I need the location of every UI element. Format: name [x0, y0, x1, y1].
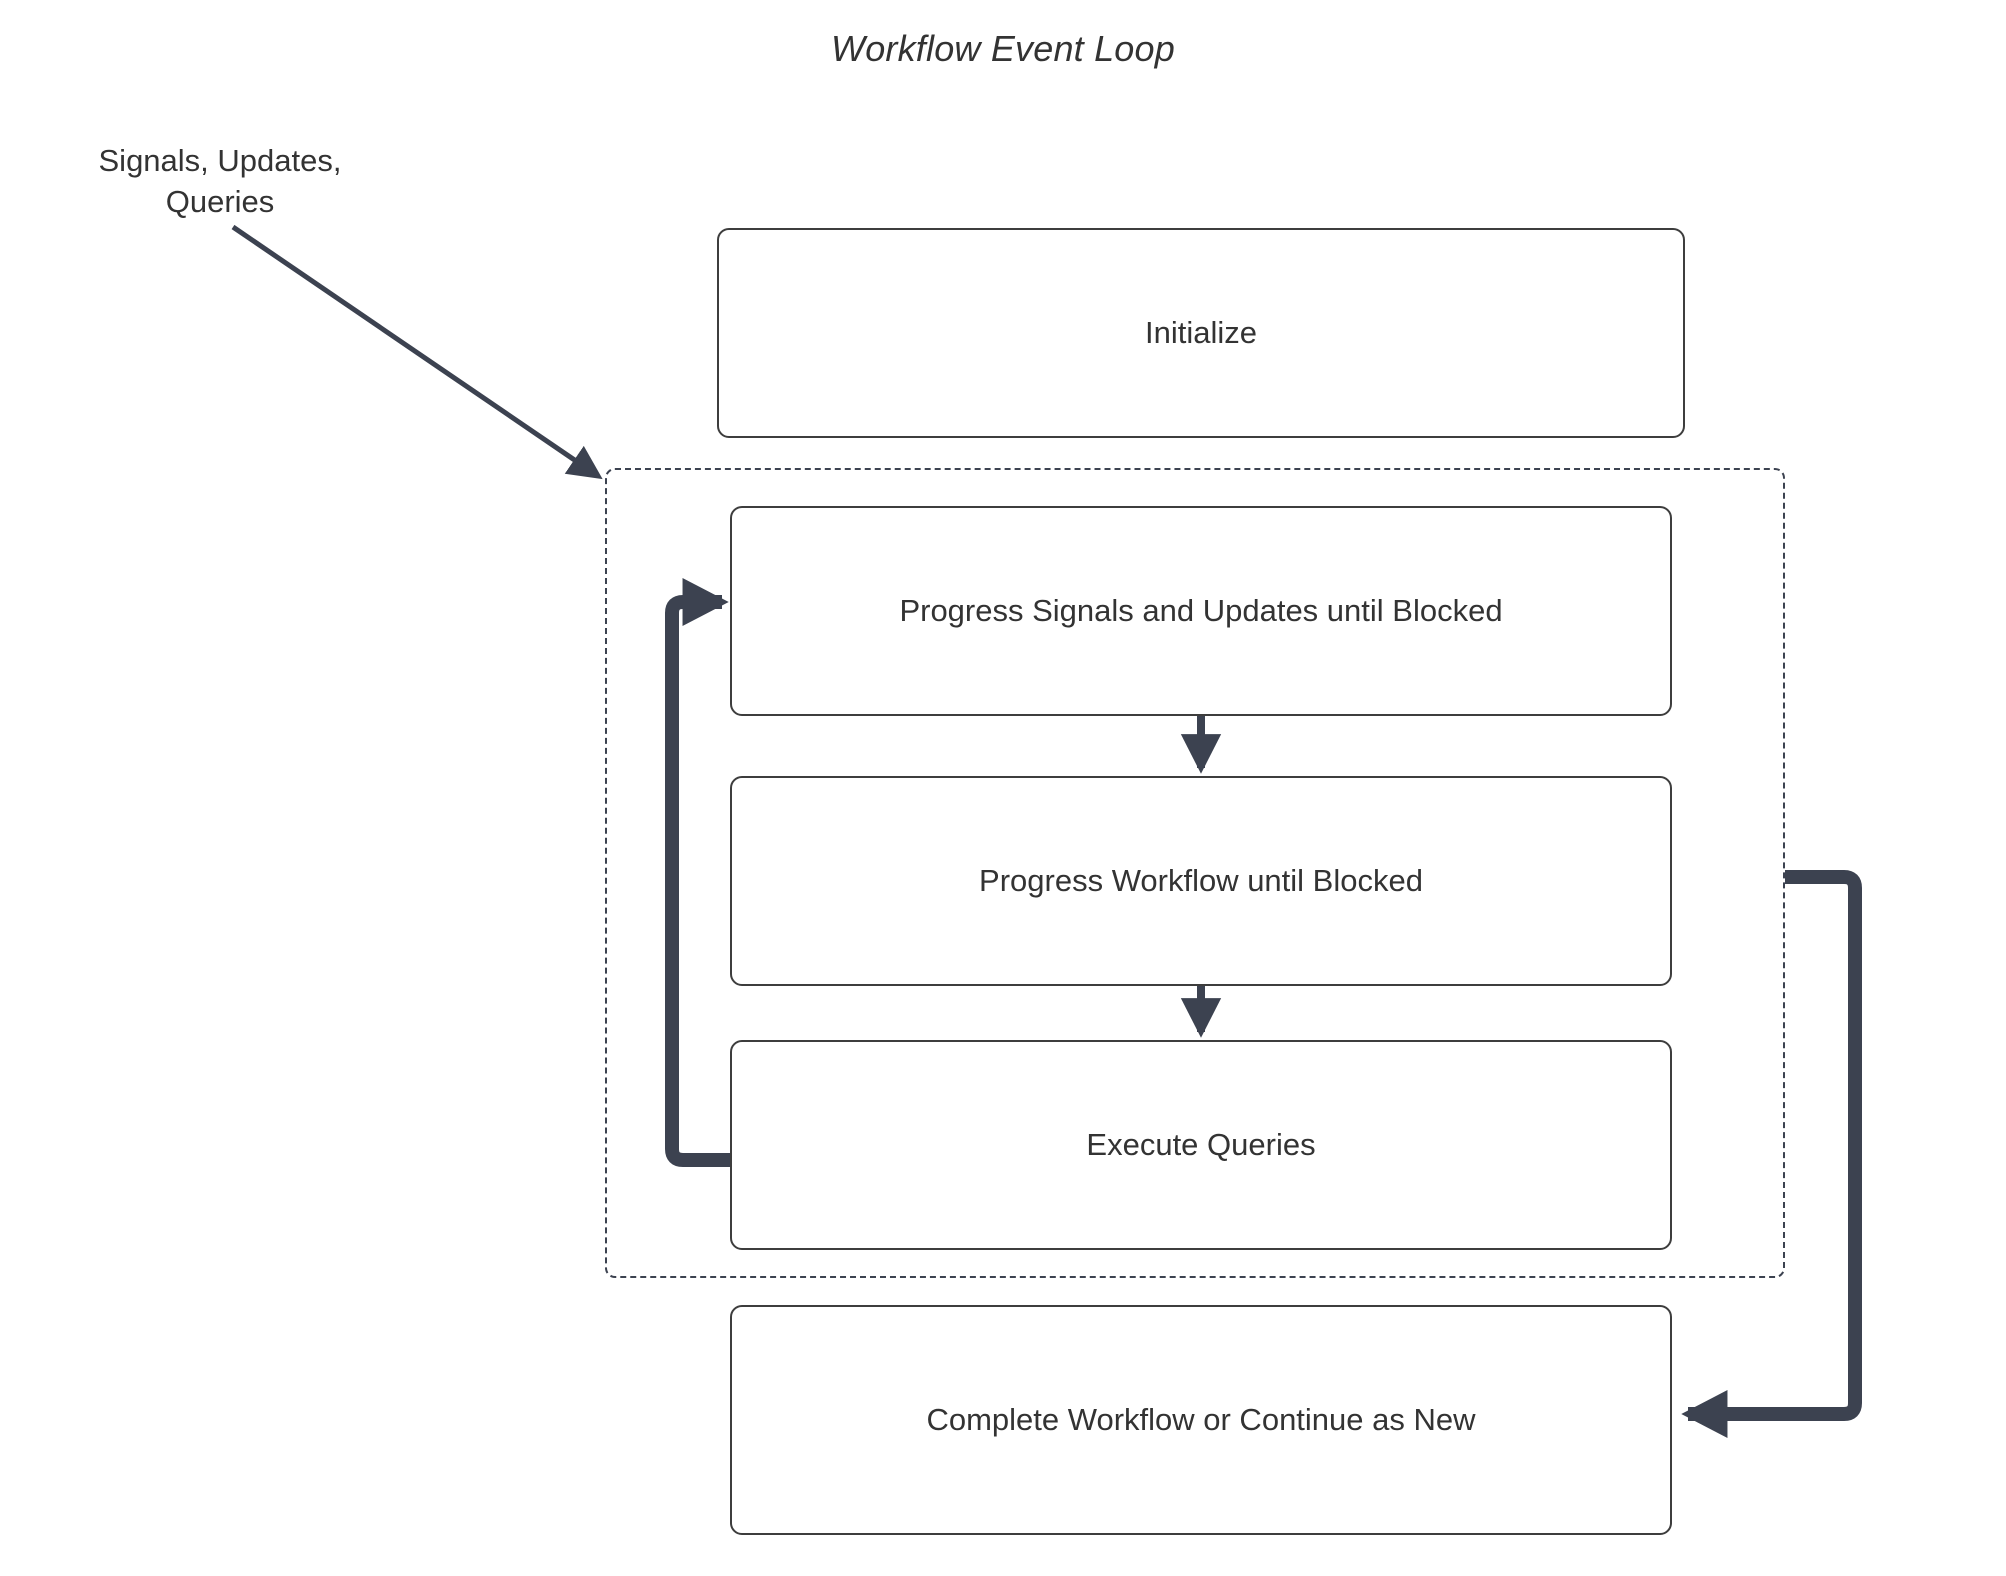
node-execute-queries[interactable]: Execute Queries — [730, 1040, 1672, 1250]
node-execute-queries-label: Execute Queries — [1086, 1127, 1316, 1162]
node-progress-signals-label: Progress Signals and Updates until Block… — [899, 593, 1503, 628]
node-progress-signals-and-updates[interactable]: Progress Signals and Updates until Block… — [730, 506, 1672, 716]
node-initialize[interactable]: Initialize — [717, 228, 1685, 438]
node-progress-workflow[interactable]: Progress Workflow until Blocked — [730, 776, 1672, 986]
event-loop-region — [605, 468, 1785, 1278]
node-initialize-label: Initialize — [1145, 315, 1257, 350]
node-progress-workflow-label: Progress Workflow until Blocked — [979, 863, 1423, 898]
node-complete-workflow[interactable]: Complete Workflow or Continue as New — [730, 1305, 1672, 1535]
page-title: Workflow Event Loop — [831, 28, 1175, 69]
edge-external-input-to-loop — [231, 224, 603, 480]
external-input-label: Signals, Updates, Queries — [98, 143, 342, 219]
node-complete-workflow-label: Complete Workflow or Continue as New — [926, 1402, 1476, 1437]
